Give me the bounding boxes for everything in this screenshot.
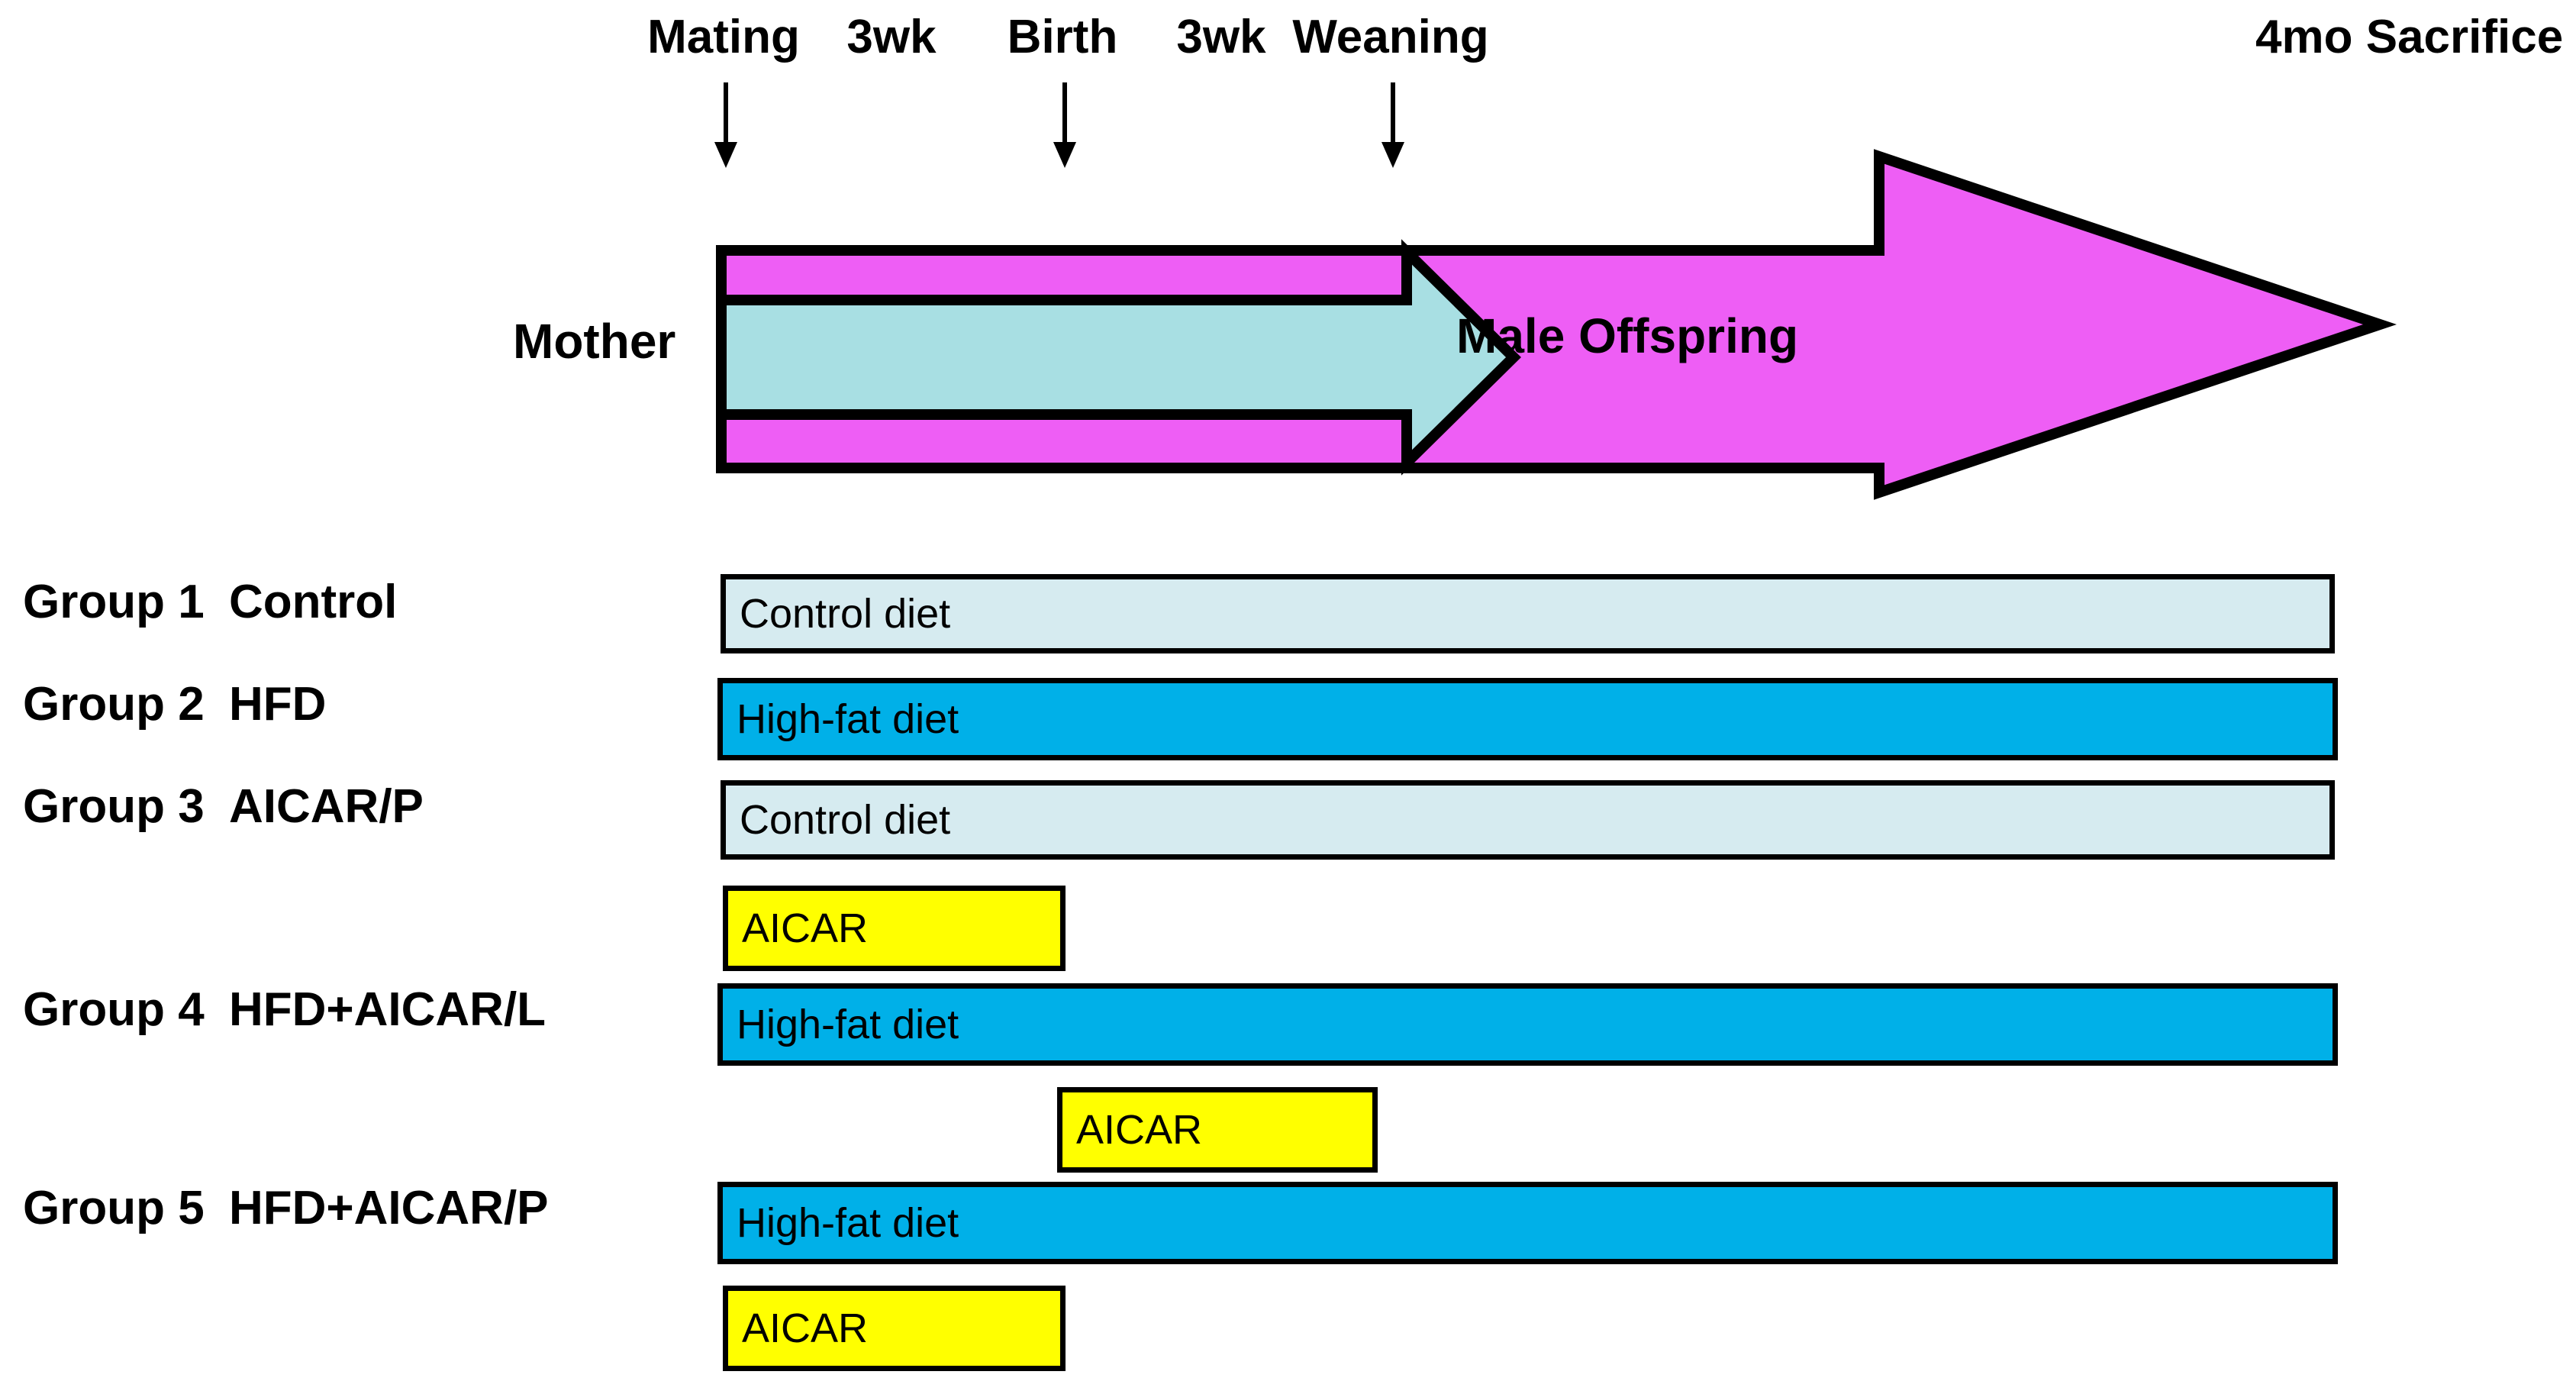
bar-aicar-group-5: AICAR	[723, 1286, 1066, 1371]
group-name-3: AICAR/P	[229, 780, 424, 833]
group-label-row-1: Group 1 Control	[23, 579, 397, 626]
timeline-tick-label-mating-0: Mating	[647, 11, 800, 63]
timeline-tick-label-birth-2: Birth	[1007, 11, 1118, 63]
group-label-row-3: Group 3 AICAR/P	[23, 783, 424, 831]
bar-label: AICAR	[1076, 1107, 1203, 1153]
group-number-1: Group 1	[23, 576, 205, 628]
group-number-5: Group 5	[23, 1182, 205, 1234]
group-number-3: Group 3	[23, 780, 205, 833]
bar-label: Control diet	[740, 797, 951, 843]
group-number-2: Group 2	[23, 678, 205, 731]
bar-label: High-fat diet	[737, 1200, 959, 1246]
group-name-1: Control	[229, 576, 398, 628]
bar-hfd-group-4: High-fat diet	[717, 983, 2338, 1066]
group-name-2: HFD	[229, 678, 327, 731]
timeline-tick-label-3wk-1: 3wk	[846, 11, 937, 63]
bar-aicar-group-3: AICAR	[723, 886, 1066, 971]
group-label-row-2: Group 2 HFD	[23, 681, 326, 728]
bar-label: High-fat diet	[737, 696, 959, 742]
timeline-end-label: 4mo Sacrifice	[2255, 11, 2564, 63]
study-timeline-arrow-graphic	[0, 0, 2576, 565]
timeline-tick-label-weaning-4: Weaning	[1292, 11, 1489, 63]
group-name-5: HFD+AICAR/P	[229, 1182, 549, 1234]
bar-label: AICAR	[742, 1305, 869, 1351]
timeline-tick-label-3wk-3: 3wk	[1176, 11, 1266, 63]
bar-hfd-group-5: High-fat diet	[717, 1182, 2338, 1264]
group-name-4: HFD+AICAR/L	[229, 983, 546, 1036]
mother-arrow-shape	[716, 239, 1521, 476]
bar-label: AICAR	[742, 905, 869, 951]
bar-hfd-group-2: High-fat diet	[717, 678, 2338, 760]
bar-label: High-fat diet	[737, 1002, 959, 1047]
male-offspring-arrow-label: Male Offspring	[1456, 308, 1799, 363]
bar-control-group-3: Control diet	[721, 780, 2335, 860]
mother-arrow-label: Mother	[513, 314, 676, 369]
group-label-row-5: Group 5 HFD+AICAR/P	[23, 1185, 549, 1232]
bar-control-group-1: Control diet	[721, 574, 2335, 653]
bar-label: Control diet	[740, 591, 951, 637]
bar-aicar-group-4: AICAR	[1057, 1087, 1378, 1173]
group-label-row-4: Group 4 HFD+AICAR/L	[23, 986, 546, 1034]
group-number-4: Group 4	[23, 983, 205, 1036]
